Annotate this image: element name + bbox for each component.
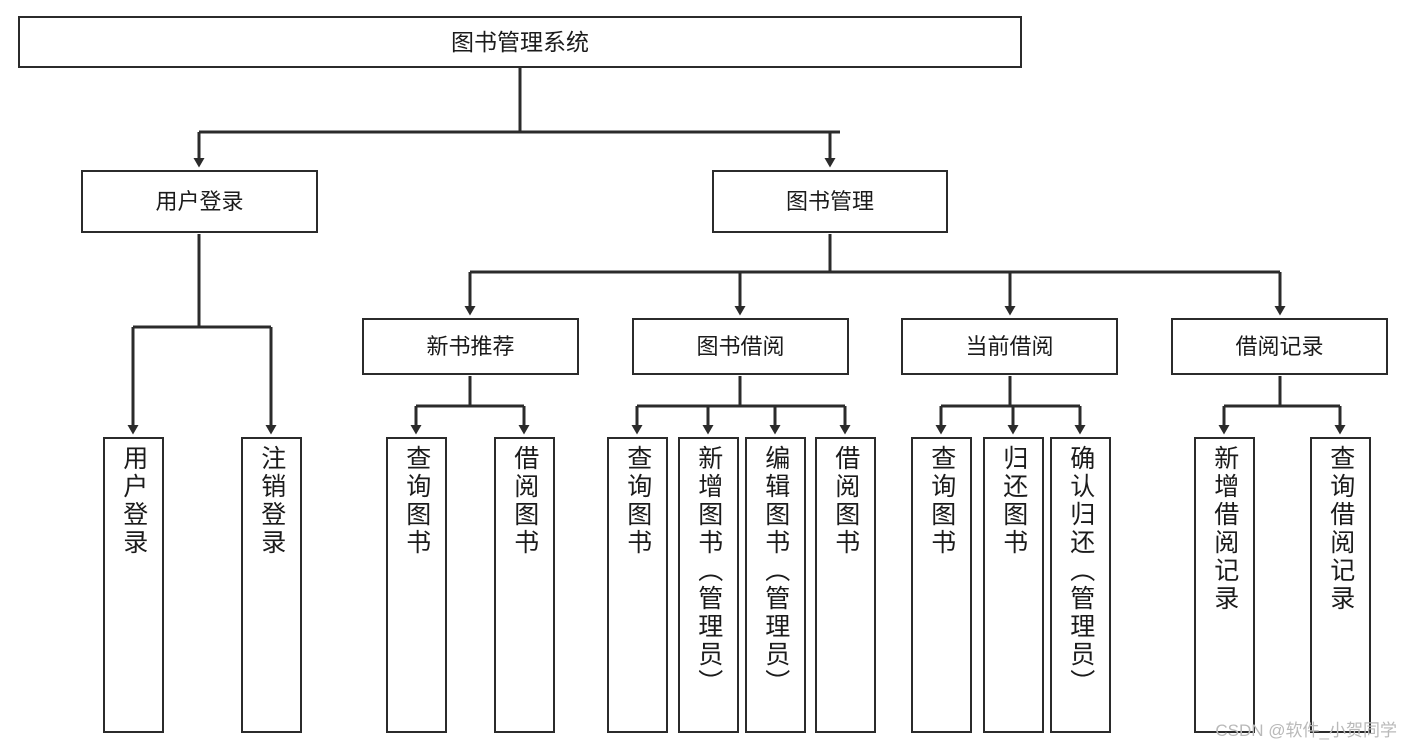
node-current-borrow-label: 当前借阅 (965, 333, 1054, 359)
leaf-cb-query-book[interactable]: 查询图书 (911, 437, 972, 733)
leaf-bb-query-book-label: 查询图书 (623, 445, 652, 557)
leaf-cb-query-book-label: 查询图书 (927, 445, 956, 557)
leaf-bb-borrow-book[interactable]: 借阅图书 (815, 437, 876, 733)
leaf-cb-confirm-return-label: 确认归还（管理员） (1066, 445, 1095, 697)
leaf-nb-query-book-label: 查询图书 (402, 445, 431, 557)
node-new-book-recommend-label: 新书推荐 (426, 333, 515, 359)
leaf-cb-confirm-return[interactable]: 确认归还（管理员） (1050, 437, 1111, 733)
leaf-nb-borrow-book-label: 借阅图书 (510, 445, 539, 557)
leaf-br-query-record[interactable]: 查询借阅记录 (1310, 437, 1371, 733)
node-new-book-recommend[interactable]: 新书推荐 (362, 318, 579, 375)
leaf-user-login-label: 用户登录 (119, 445, 148, 557)
node-book-management[interactable]: 图书管理 (712, 170, 948, 233)
node-book-borrow[interactable]: 图书借阅 (632, 318, 849, 375)
leaf-bb-query-book[interactable]: 查询图书 (607, 437, 668, 733)
leaf-br-add-record[interactable]: 新增借阅记录 (1194, 437, 1255, 733)
leaf-bb-edit-book[interactable]: 编辑图书（管理员） (745, 437, 806, 733)
node-book-borrow-label: 图书借阅 (696, 333, 785, 359)
leaf-nb-query-book[interactable]: 查询图书 (386, 437, 447, 733)
watermark-text: CSDN @软件_小贺同学 (1215, 721, 1397, 740)
node-user-login[interactable]: 用户登录 (81, 170, 318, 233)
leaf-br-add-record-label: 新增借阅记录 (1210, 445, 1239, 613)
leaf-cb-return-book[interactable]: 归还图书 (983, 437, 1044, 733)
node-borrow-record-label: 借阅记录 (1235, 333, 1324, 359)
node-root[interactable]: 图书管理系统 (18, 16, 1022, 68)
leaf-user-login[interactable]: 用户登录 (103, 437, 164, 733)
leaf-bb-add-book-label: 新增图书（管理员） (694, 445, 723, 697)
node-current-borrow[interactable]: 当前借阅 (901, 318, 1118, 375)
leaf-cb-return-book-label: 归还图书 (999, 445, 1028, 557)
node-book-management-label: 图书管理 (785, 188, 874, 214)
leaf-bb-edit-book-label: 编辑图书（管理员） (761, 445, 790, 697)
leaf-nb-borrow-book[interactable]: 借阅图书 (494, 437, 555, 733)
node-borrow-record[interactable]: 借阅记录 (1171, 318, 1388, 375)
node-root-label: 图书管理系统 (451, 28, 589, 55)
leaf-logout-label: 注销登录 (257, 445, 286, 557)
leaf-logout[interactable]: 注销登录 (241, 437, 302, 733)
node-user-login-label: 用户登录 (155, 188, 244, 214)
leaf-bb-add-book[interactable]: 新增图书（管理员） (678, 437, 739, 733)
leaf-br-query-record-label: 查询借阅记录 (1326, 445, 1355, 613)
leaf-bb-borrow-book-label: 借阅图书 (831, 445, 860, 557)
